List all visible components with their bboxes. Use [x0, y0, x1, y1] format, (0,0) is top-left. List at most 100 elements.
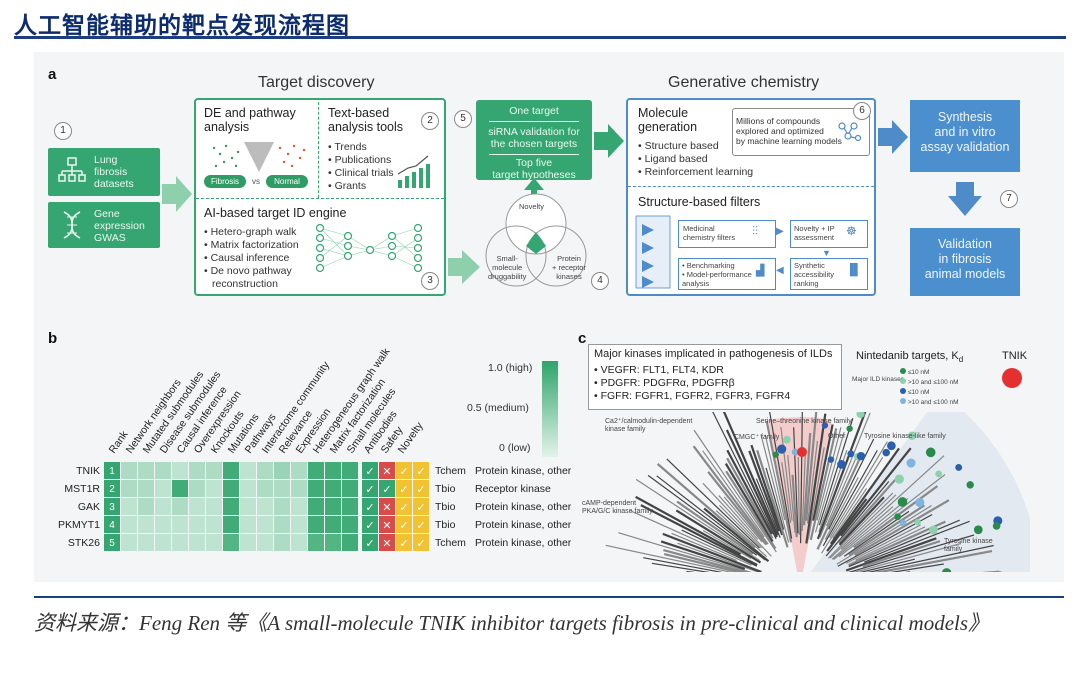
- attribute-cell: [396, 498, 412, 515]
- score-cell: [206, 480, 222, 497]
- kinome-branch: [848, 534, 975, 572]
- legend-high: 1.0 (high): [488, 362, 533, 374]
- legend-medium: 0.5 (medium): [467, 402, 529, 414]
- kinase-target-dot: [894, 513, 902, 521]
- score-cell: [308, 534, 324, 551]
- kinase-target-dot: [973, 525, 983, 535]
- score-cell: [325, 480, 341, 497]
- kinome-branch: [838, 496, 885, 546]
- kinase-target-dot: [887, 441, 896, 451]
- score-cell: [257, 534, 273, 551]
- kinome-branch: [660, 540, 746, 570]
- score-cell: [291, 516, 307, 533]
- expression-label: expression: [94, 220, 145, 232]
- kinome-branch: [833, 498, 909, 560]
- kinome-branch: [809, 428, 838, 541]
- normal-tag: Normal: [266, 175, 308, 188]
- kinome-branch: [862, 540, 941, 568]
- trend-bar-icon: [397, 155, 430, 188]
- ai-engine-list: • Hetero-graph walk• Matrix factorizatio…: [204, 226, 299, 290]
- kinome-branch: [702, 482, 772, 557]
- kinome-branch: [703, 507, 770, 563]
- kinase-target-dot: [894, 474, 904, 484]
- score-cell: [121, 498, 137, 515]
- score-cell: [308, 462, 324, 479]
- score-cell: [223, 516, 239, 533]
- kinase-target-dot: [772, 451, 779, 458]
- arrow-to-discovery: [162, 176, 192, 212]
- attribute-cell: [379, 498, 395, 515]
- benchmarking-box: [678, 258, 776, 290]
- kinome-branch: [848, 504, 926, 556]
- serine-threonine-label: Serine–threonine kinase family: [756, 418, 852, 425]
- kinome-branch: [855, 526, 926, 561]
- step-3-badge: 3: [421, 272, 439, 290]
- score-cell: [342, 462, 358, 479]
- tkl-family-label: Tyrosine kinase-like family: [864, 433, 946, 440]
- attribute-cell: [396, 516, 412, 533]
- kinome-branch: [845, 537, 937, 572]
- kinome-branch: [702, 450, 765, 538]
- discovery-divider-horizontal: [196, 198, 444, 199]
- kinome-branch: [874, 550, 993, 572]
- step-1-badge: 1: [54, 122, 72, 140]
- score-cell: [325, 534, 341, 551]
- score-cell: [172, 534, 188, 551]
- kinome-branch: [801, 451, 806, 531]
- kinome-branch: [635, 478, 761, 562]
- kinome-branch: [692, 445, 769, 545]
- kinome-tree: [605, 412, 1030, 572]
- kinome-branch: [640, 504, 758, 566]
- attribute-cell: [379, 534, 395, 551]
- kinome-branch: [829, 494, 897, 559]
- score-cell: [121, 462, 137, 479]
- attribute-mark: ✓: [399, 465, 408, 478]
- text-tools-list: • Trends• Publications • Clinical trials…: [328, 141, 394, 192]
- kinome-branch: [791, 474, 798, 538]
- step-7-badge: 7: [1000, 190, 1018, 208]
- kinome-branch: [805, 413, 827, 544]
- score-cell: [138, 516, 154, 533]
- kinase-target-dot: [847, 450, 855, 458]
- score-cell: [257, 462, 273, 479]
- rank-value: 3: [109, 502, 115, 513]
- row-source: Tbio: [435, 483, 456, 495]
- kinase-target-dot: [992, 522, 1001, 530]
- legend-low: 0 (low): [499, 442, 531, 454]
- kinase-target-dot: [856, 451, 866, 461]
- score-cell: [240, 534, 256, 551]
- row-family: Protein kinase, other: [475, 501, 572, 513]
- score-cell: [206, 534, 222, 551]
- kinome-branch: [656, 475, 766, 561]
- score-cell: [206, 498, 222, 515]
- generative-divider: [628, 186, 874, 187]
- kinome-branch: [718, 495, 759, 540]
- kinome-branch: [707, 471, 767, 546]
- kinome-branch: [859, 558, 915, 572]
- kinome-branch: [780, 426, 793, 521]
- score-cell: [138, 534, 154, 551]
- rank-cell: [104, 480, 120, 497]
- row-family: Receptor kinase: [475, 483, 551, 495]
- attribute-mark: ✓: [382, 483, 391, 496]
- score-cell: [155, 462, 171, 479]
- kinome-branch: [829, 441, 888, 538]
- kinome-branch: [816, 412, 867, 540]
- nintedanib-title: Nintedanib targets, Kd: [856, 350, 964, 365]
- kinome-branch: [663, 549, 749, 572]
- score-cell: [223, 480, 239, 497]
- kinome-branch: [840, 455, 945, 550]
- score-cell: [172, 462, 188, 479]
- ild-kinases-box: [588, 344, 842, 410]
- other-family-label: Other: [828, 433, 846, 440]
- target-discovery-heading: Target discovery: [258, 74, 375, 91]
- rank-value: 2: [109, 484, 115, 495]
- kinome-branch: [723, 496, 763, 543]
- score-cell: [291, 534, 307, 551]
- ai-engine-title: AI-based target ID engine: [204, 206, 347, 220]
- attribute-cell: [413, 534, 429, 551]
- rank-value: 4: [109, 520, 115, 531]
